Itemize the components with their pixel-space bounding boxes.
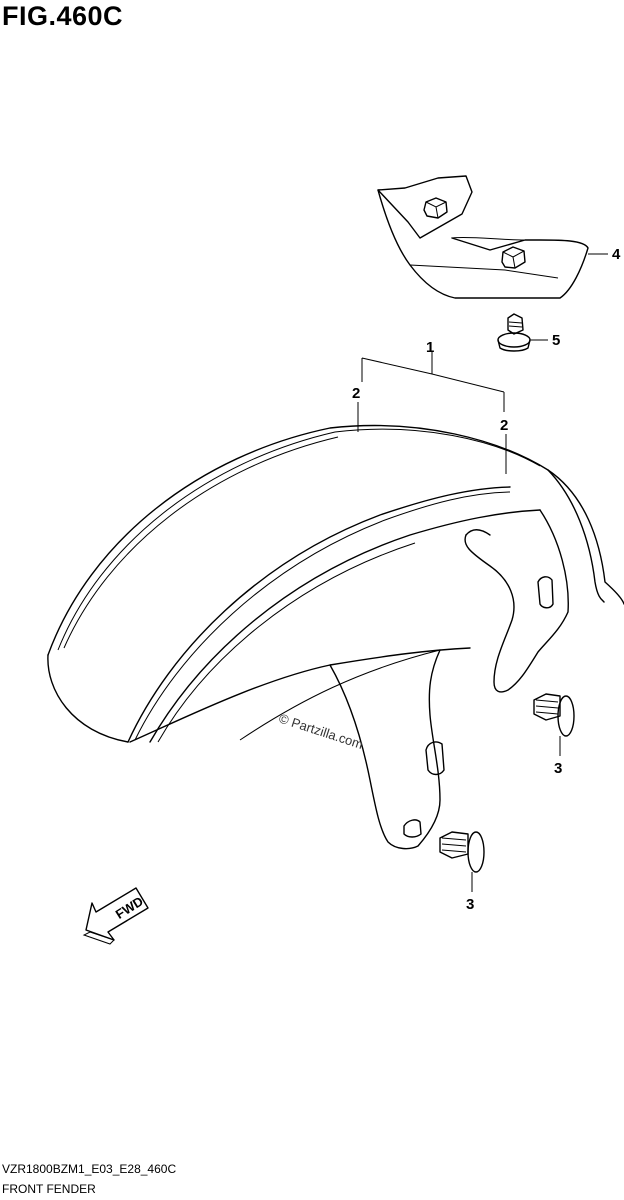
screw-part [497,313,531,352]
svg-text:4: 4 [612,246,621,263]
callout-3-rear: 3 [554,736,562,777]
callout-1: 1 [361,339,505,412]
figure-title: FIG.460C [2,1,124,31]
callout-4: 4 [588,246,621,263]
svg-text:5: 5 [552,332,560,349]
callout-2-left: 2 [352,385,360,432]
svg-text:3: 3 [466,896,474,913]
callout-3-front: 3 [466,872,474,913]
front-fender-part [47,424,624,850]
svg-text:1: 1 [426,339,434,356]
watermark: © Partzilla.com [277,711,365,752]
bolt-front-part [439,831,485,873]
callout-2-right: 2 [500,417,508,474]
figure-name: FRONT FENDER [2,1182,96,1196]
svg-text:2: 2 [500,417,508,434]
bolt-rear-part [533,693,575,737]
svg-text:2: 2 [352,385,360,402]
bracket-part [377,175,589,299]
callout-5: 5 [530,332,560,349]
figure-code: VZR1800BZM1_E03_E28_460C [2,1162,177,1176]
forward-direction-arrow: FWD [82,887,149,945]
fwd-label: FWD [113,894,146,922]
svg-text:3: 3 [554,760,562,777]
